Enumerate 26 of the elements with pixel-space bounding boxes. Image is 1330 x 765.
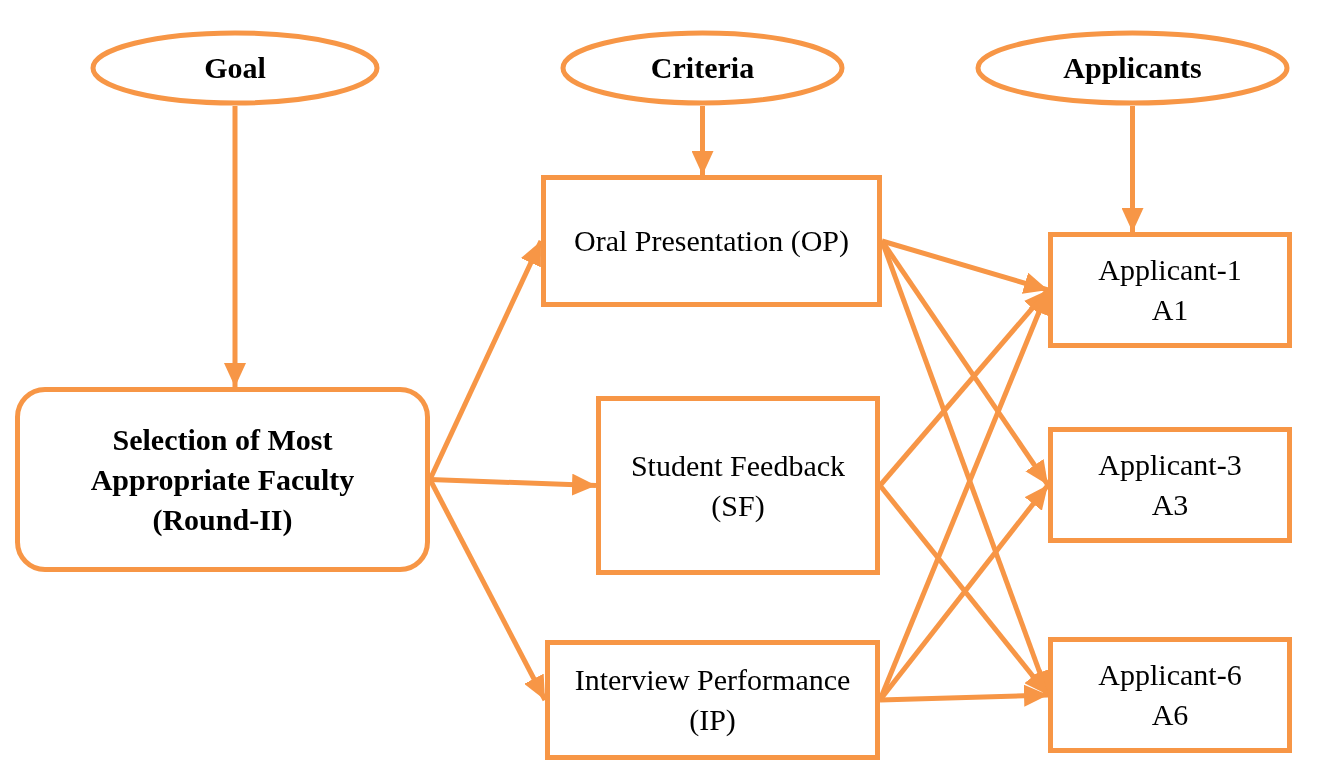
heading-label: Criteria	[649, 50, 756, 86]
arrow	[881, 238, 1049, 294]
process-box	[1048, 637, 1292, 753]
process-box	[596, 396, 880, 575]
arrow	[429, 473, 597, 496]
process-box	[541, 175, 882, 307]
node-label: Student Feedback (SF)	[629, 447, 847, 524]
heading-label: Goal	[203, 50, 267, 86]
heading-label: Applicants	[1062, 50, 1203, 86]
arrow	[1121, 106, 1144, 232]
node-label: Applicant-6 A6	[1097, 657, 1243, 733]
process-box	[1048, 427, 1292, 543]
arrow	[224, 106, 246, 387]
node-label: Oral Presentation (OP)	[573, 223, 850, 259]
goal-box	[15, 387, 430, 572]
arrow	[879, 684, 1049, 707]
node-label: Applicant-3 A3	[1097, 447, 1243, 523]
ellipse-node	[560, 30, 845, 106]
arrow	[691, 106, 714, 175]
node-label: Interview Performance (IP)	[573, 662, 852, 738]
process-box	[1048, 232, 1292, 348]
ellipse-node	[975, 30, 1290, 106]
node-label: Selection of Most Appropriate Faculty (Round-II)	[89, 421, 356, 538]
process-box	[545, 640, 880, 760]
node-label: Applicant-1 A1	[1097, 252, 1243, 328]
ellipse-node	[90, 30, 380, 106]
